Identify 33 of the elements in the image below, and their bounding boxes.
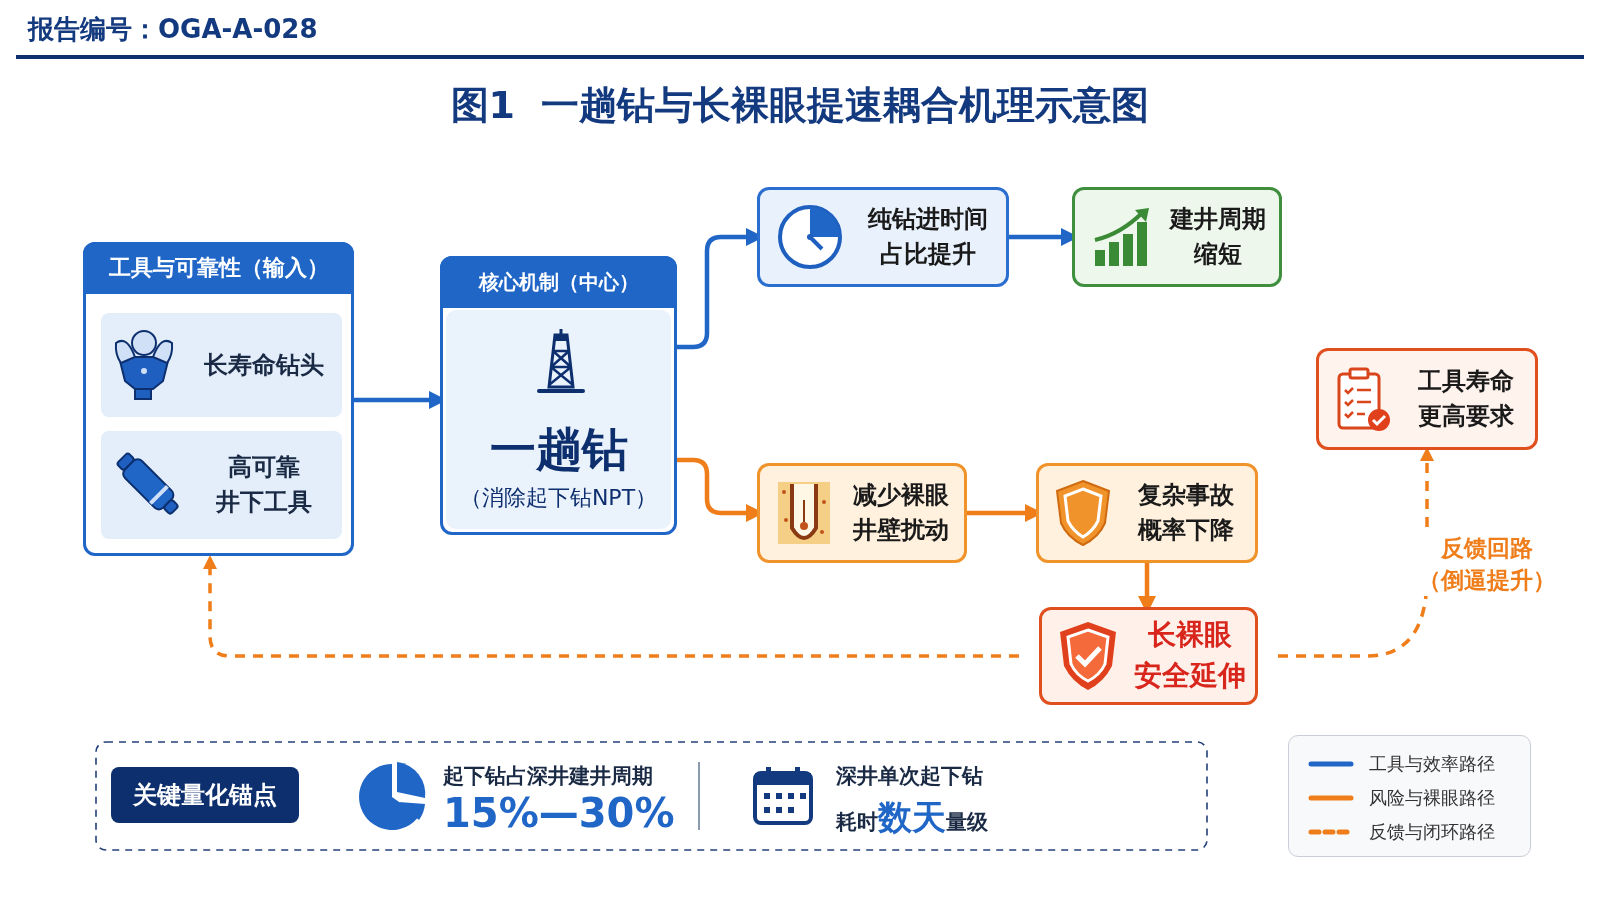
report-number: 报告编号：OGA-A-028 [28,13,318,46]
anchor-badge: 关键量化锚点 [111,767,299,823]
dashed-arrow [203,555,1019,658]
process-box [1072,187,1282,287]
input-group-panel [83,242,354,556]
process-box [1039,607,1258,705]
process-box [757,463,967,563]
node-text: 减少裸眼井壁扰动 [853,480,949,546]
metric-caption: 深井单次起下钻 [836,763,983,790]
legend-text: 风险与裸眼路径 [1369,786,1495,810]
node-text: 复杂事故概率下降 [1138,480,1234,546]
node-text: 纯钻进时间占比提升 [868,204,988,270]
tool-card [101,431,342,539]
metric-value: 15%—30% [443,790,675,836]
metric-text: 耗时数天量级 [836,796,988,839]
process-box [1316,348,1538,450]
node-text: 高可靠井下工具 [215,452,312,518]
node-text: 长裸眼安全延伸 [1133,617,1246,694]
core-title: 一趟钻 [488,421,629,478]
panel-title: 核心机制（中心） [477,269,640,296]
node-text: 建井周期缩短 [1170,204,1266,270]
tool-card [101,313,342,417]
legend-text: 工具与效率路径 [1369,752,1495,776]
core-subtitle: （消除起下钻NPT） [458,484,659,512]
metric-caption: 起下钻占深井建井周期 [443,763,653,790]
process-box [757,187,1009,287]
process-box [1036,463,1258,563]
panel-title: 工具与可靠性（输入） [107,254,330,282]
core-mechanism-panel [440,256,677,535]
node-text: 工具寿命更高要求 [1418,366,1514,432]
node-text: 长寿命钻头 [203,349,324,381]
diagram-title: 图1 一趟钻与长裸眼提速耦合机理示意图 [449,82,1151,129]
legend-text: 反馈与闭环路径 [1369,820,1495,844]
